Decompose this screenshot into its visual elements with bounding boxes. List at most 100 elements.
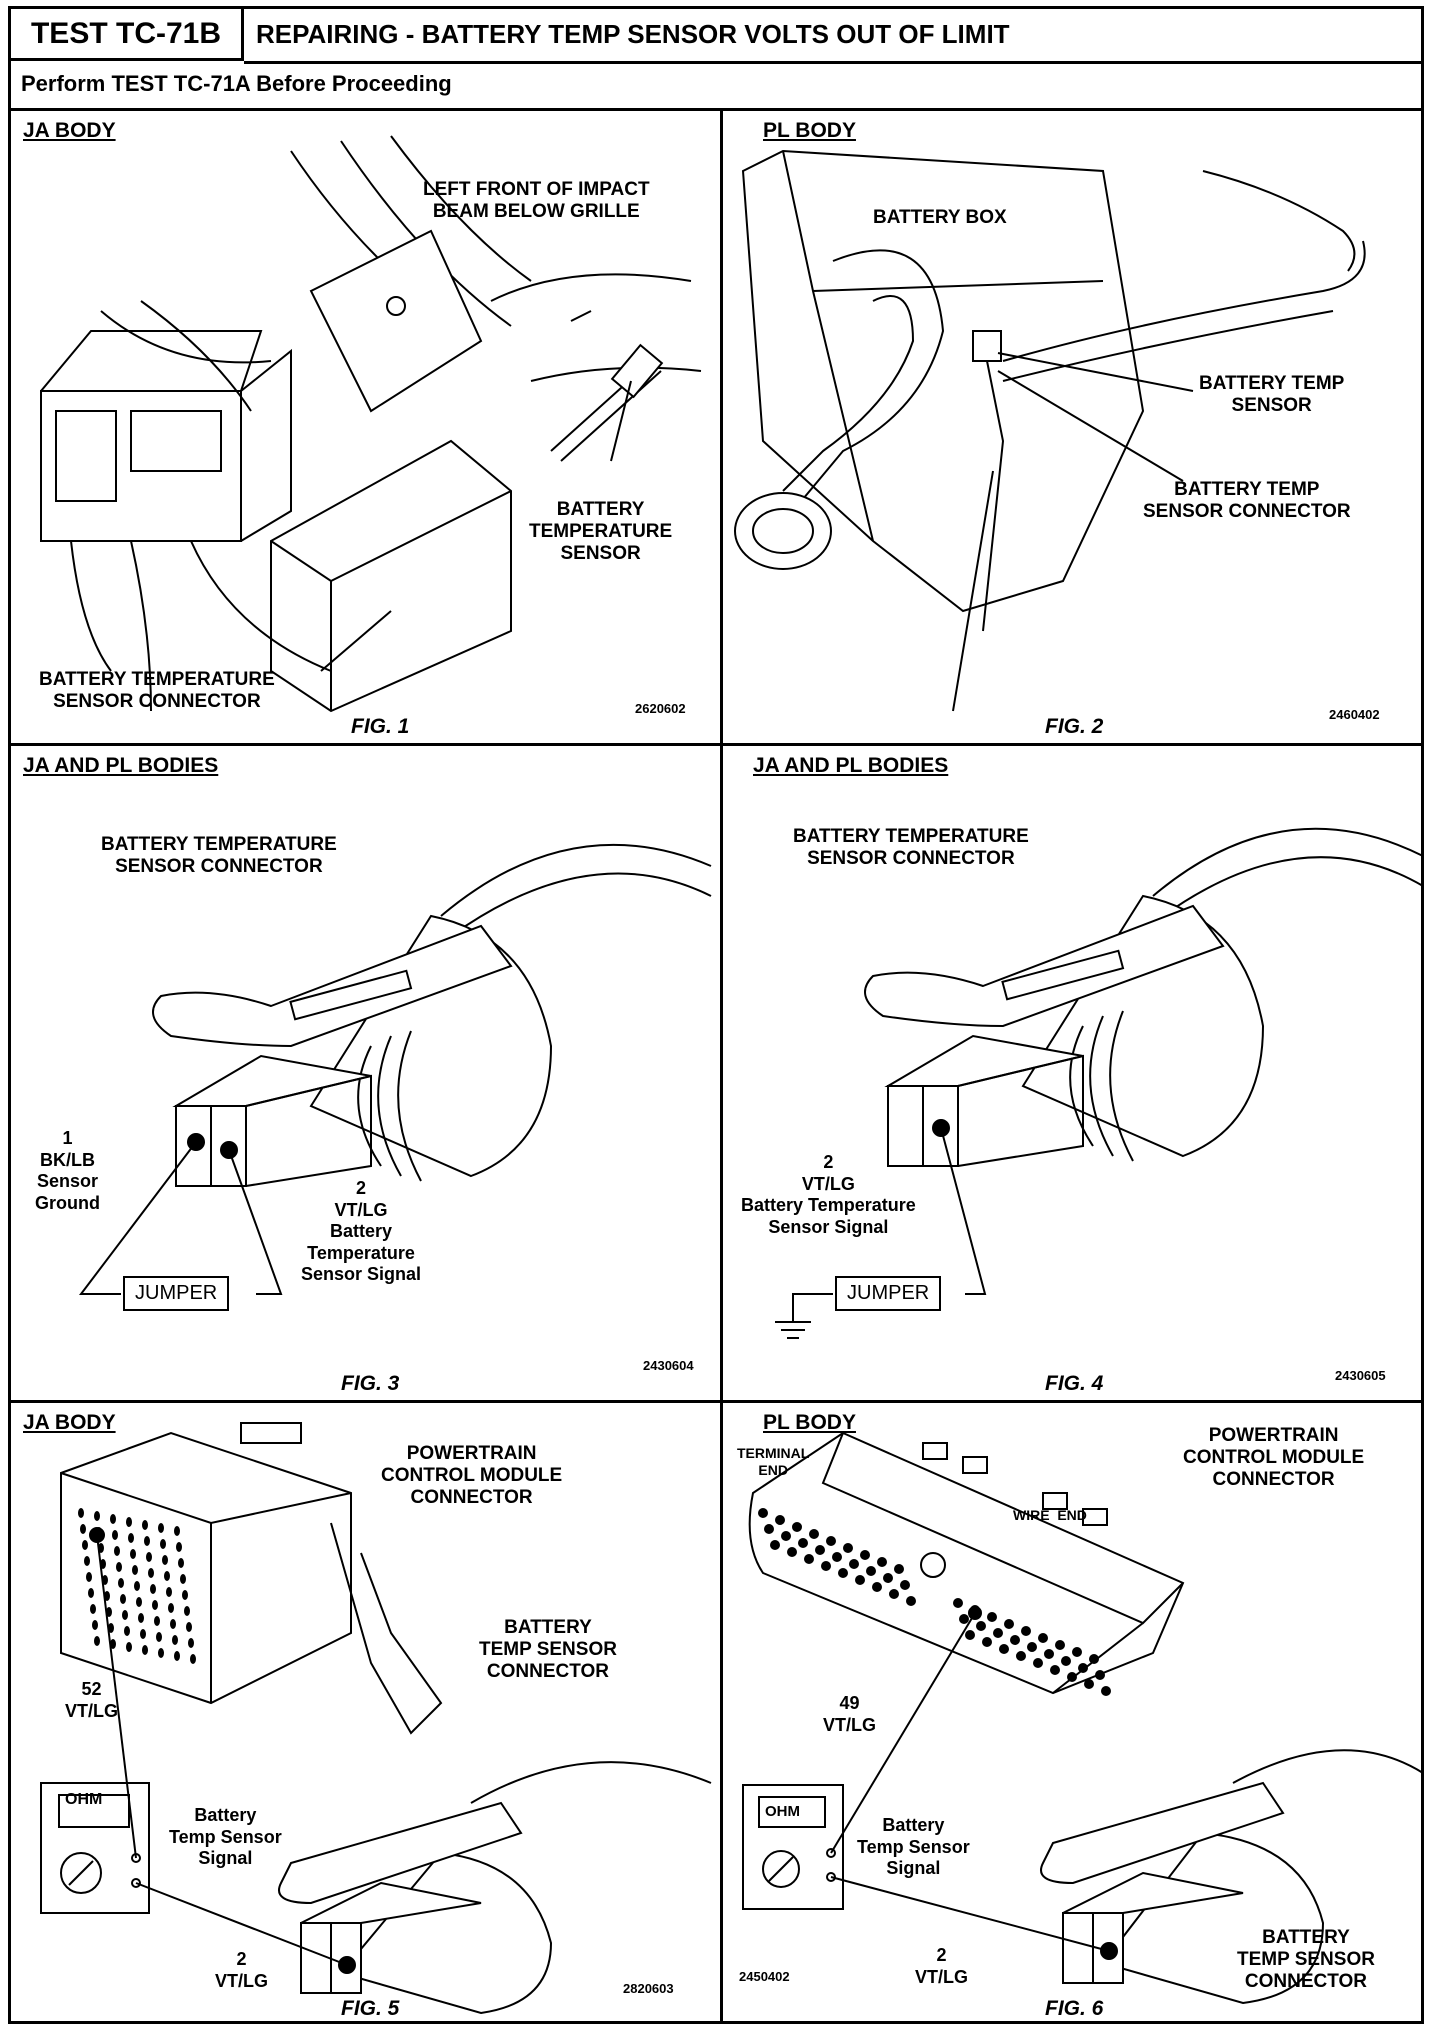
pcm-pin — [88, 1588, 94, 1598]
pcm-pin — [110, 1514, 116, 1524]
divider — [11, 743, 1421, 746]
pcm-pin — [86, 1572, 92, 1582]
pcm-pin — [148, 1568, 154, 1578]
page-subtitle: Perform TEST TC-71A Before Proceeding — [21, 71, 452, 96]
test-id: TEST TC-71B — [11, 9, 244, 61]
panel-fig2: PL BODY — [723, 111, 1427, 743]
panel-fig4: JA AND PL BODIES — [723, 746, 1427, 1400]
label-battery-box: BATTERY BOX — [873, 207, 1007, 228]
pcm-pin — [1067, 1672, 1077, 1682]
pcm-pin — [180, 1574, 186, 1584]
pcm-pin — [894, 1564, 904, 1574]
pcm-pin — [826, 1536, 836, 1546]
pcm-pin — [976, 1621, 986, 1631]
divider — [720, 108, 723, 2023]
pcm-pin — [156, 1632, 162, 1642]
pcm-pin — [152, 1600, 158, 1610]
pcm-pin — [959, 1614, 969, 1624]
pcm-pin — [114, 1546, 120, 1556]
pcm-pin — [889, 1589, 899, 1599]
label-terminal-end: TERMINAL END — [737, 1445, 810, 1478]
pcm-pin — [84, 1556, 90, 1566]
pcm-pin — [798, 1538, 808, 1548]
pcm-pin — [142, 1520, 148, 1530]
pcm-pin — [872, 1582, 882, 1592]
pcm-pin — [1078, 1663, 1088, 1673]
pcm-pin — [116, 1562, 122, 1572]
pcm-pin — [158, 1648, 164, 1658]
label-sensor-connector: BATTERY TEMP SENSOR CONNECTOR — [479, 1617, 617, 1682]
panel-title: JA BODY — [23, 119, 116, 142]
figure-caption: FIG. 1 — [351, 715, 410, 738]
label-connector: BATTERY TEMPERATURE SENSOR CONNECTOR — [39, 669, 275, 712]
label-wire-end: WIRE END — [1013, 1507, 1087, 1523]
pcm-pin — [815, 1545, 825, 1555]
pcm-pin — [174, 1651, 180, 1661]
label-sensor: BATTERY TEMPERATURE SENSOR — [529, 499, 673, 564]
pcm-pin — [883, 1573, 893, 1583]
pcm-pin — [1021, 1626, 1031, 1636]
pcm-pin — [172, 1635, 178, 1645]
panel-title: JA BODY — [23, 1411, 116, 1434]
pcm-pin — [174, 1526, 180, 1536]
pcm-pin — [855, 1575, 865, 1585]
pcm-pin — [849, 1559, 859, 1569]
pcm-pin — [118, 1578, 124, 1588]
label-pin2: 2 VT/LG Battery Temperature Sensor Signa… — [741, 1152, 916, 1237]
pcm-pin — [132, 1565, 138, 1575]
pcm-pin — [124, 1626, 130, 1636]
panel-title: JA AND PL BODIES — [753, 754, 949, 777]
pcm-pin — [804, 1554, 814, 1564]
page-title: REPAIRING - BATTERY TEMP SENSOR VOLTS OU… — [256, 19, 1010, 49]
pcm-pin — [188, 1638, 194, 1648]
label-signal: Battery Temp Sensor Signal — [857, 1815, 970, 1879]
pcm-pin — [866, 1566, 876, 1576]
pcm-pin — [838, 1568, 848, 1578]
figure-caption: FIG. 4 — [1045, 1372, 1104, 1395]
fig3-artwork — [78, 843, 712, 1295]
pcm-pin — [94, 1511, 100, 1521]
diagram-sheet: TEST TC-71B REPAIRING - BATTERY TEMP SEN… — [8, 6, 1424, 2024]
pcm-pin — [982, 1637, 992, 1647]
pcm-pin — [138, 1613, 144, 1623]
label-pin2: 2 VT/LG — [915, 1945, 968, 1987]
pcm-pin — [832, 1552, 842, 1562]
divider — [11, 108, 1421, 111]
jumper-box: JUMPER — [123, 1276, 230, 1311]
pcm-pin — [987, 1612, 997, 1622]
divider — [11, 1400, 1421, 1403]
ohmmeter-display: OHM — [65, 1791, 103, 1808]
pcm-pin — [94, 1636, 100, 1646]
pcm-pin — [843, 1543, 853, 1553]
fig6-artwork — [742, 1431, 1424, 2005]
pcm-pin — [190, 1654, 196, 1664]
fig2-artwork — [734, 149, 1366, 712]
pcm-pin — [182, 1590, 188, 1600]
pcm-pin — [900, 1580, 910, 1590]
figure-caption: FIG. 5 — [341, 1997, 400, 2020]
pcm-pin — [140, 1629, 146, 1639]
figure-caption: FIG. 3 — [341, 1372, 400, 1395]
pcm-pin — [787, 1547, 797, 1557]
pcm-pin — [1061, 1656, 1071, 1666]
pcm-pin — [82, 1540, 88, 1550]
ohmmeter-display: OHM — [765, 1803, 800, 1820]
pcm-pin — [877, 1557, 887, 1567]
figure-code: 2450402 — [739, 1969, 790, 1984]
panel-title: PL BODY — [763, 1411, 856, 1434]
pcm-pin — [953, 1598, 963, 1608]
pcm-pin — [134, 1581, 140, 1591]
label-sensor: BATTERY TEMP SENSOR — [1199, 373, 1345, 416]
figure-code: 2820603 — [623, 1981, 674, 1996]
label-sensor-connector: BATTERY TEMP SENSOR CONNECTOR — [1237, 1927, 1375, 1992]
pcm-pin — [999, 1644, 1009, 1654]
pcm-pin — [758, 1508, 768, 1518]
label-connector: BATTERY TEMPERATURE SENSOR CONNECTOR — [101, 834, 337, 877]
pcm-pin — [176, 1542, 182, 1552]
pcm-pin — [178, 1558, 184, 1568]
pcm-pin — [166, 1587, 172, 1597]
pcm-pin — [184, 1606, 190, 1616]
pcm-pin — [120, 1594, 126, 1604]
pcm-pin — [80, 1524, 86, 1534]
panel-title: PL BODY — [763, 119, 856, 142]
